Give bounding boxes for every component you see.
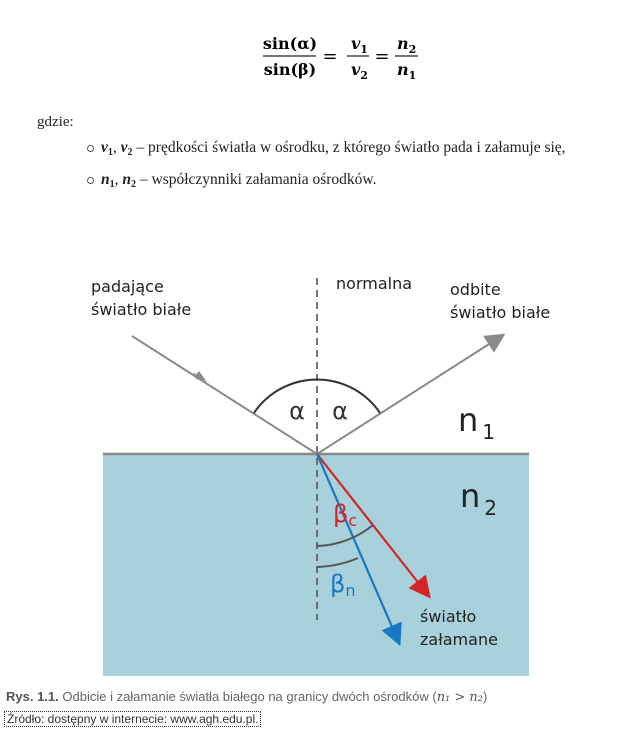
reflected-ray bbox=[316, 333, 506, 455]
incident-arrowhead bbox=[195, 371, 207, 382]
incident-label-line1: padające bbox=[91, 277, 164, 296]
frac1-numerator: sin(α) bbox=[263, 34, 317, 53]
separator: , bbox=[114, 171, 123, 188]
frac1-denominator: sin(β) bbox=[264, 60, 316, 79]
red-refracted-ray bbox=[316, 453, 431, 599]
caption-label: Rys. 1.1. bbox=[6, 689, 59, 704]
reflected-label-line1: odbite bbox=[450, 280, 501, 299]
alpha-right-label: α bbox=[332, 397, 348, 425]
refraction-figure: α α βc βn padające światło białe normaln… bbox=[0, 240, 641, 690]
refracted-label-line1: światło bbox=[420, 607, 476, 626]
incident-arrow-icon bbox=[193, 372, 204, 381]
symbol-n1: n bbox=[101, 171, 110, 188]
caption-end: ) bbox=[483, 689, 488, 704]
subscript: 1 bbox=[109, 179, 115, 190]
definition-velocity: v1, v2 – prędkości światła w ośrodku, z … bbox=[85, 136, 635, 164]
beta-c-arc bbox=[316, 524, 374, 547]
frac3-denominator: n1 bbox=[397, 60, 416, 82]
subscript: 1 bbox=[107, 147, 113, 158]
subscript: 2 bbox=[127, 147, 133, 158]
definition-text: – współczynniki załamania ośrodków. bbox=[136, 171, 377, 188]
separator: , bbox=[112, 139, 121, 156]
beta-n-label: βn bbox=[330, 570, 355, 600]
refracted-label-line2: załamane bbox=[420, 630, 498, 649]
snell-formula: sin(α) sin(β) = v1 v2 = n2 n1 bbox=[0, 30, 641, 86]
frac3-numerator: n2 bbox=[397, 34, 416, 56]
figure-caption: Rys. 1.1. Odbicie i załamanie światła bi… bbox=[6, 689, 487, 705]
incident-label-line2: światło białe bbox=[91, 300, 191, 319]
caption-text: Odbicie i załamanie światła białego na g… bbox=[58, 689, 437, 704]
medium-2-area bbox=[103, 454, 529, 676]
normal-label: normalna bbox=[336, 274, 412, 293]
caption-math: n₁ > n₂ bbox=[436, 690, 484, 705]
definition-text: – prędkości światła w ośrodku, z którego… bbox=[132, 139, 566, 156]
incident-ray bbox=[131, 335, 318, 455]
beta-n-arc bbox=[316, 557, 359, 568]
symbol-v2: v bbox=[120, 139, 128, 156]
beta-c-label: βc bbox=[333, 500, 357, 530]
frac2-numerator: v1 bbox=[351, 34, 368, 56]
reflected-label-line2: światło białe bbox=[450, 303, 550, 322]
alpha-left-label: α bbox=[289, 397, 305, 425]
definition-index: n1, n2 – współczynniki załamania ośrodkó… bbox=[85, 168, 635, 196]
blue-refracted-ray bbox=[315, 453, 402, 647]
symbol-n2: n bbox=[122, 171, 131, 188]
definition-list: v1, v2 – prędkości światła w ośrodku, z … bbox=[85, 136, 635, 196]
equals-sign-1: = bbox=[322, 46, 337, 67]
subscript: 2 bbox=[131, 179, 136, 190]
frac2-denominator: v2 bbox=[351, 60, 368, 82]
symbol-v1: v bbox=[101, 139, 108, 156]
alpha-arc bbox=[253, 378, 381, 414]
source-link[interactable]: Źródło: dostępny w internecie: www.agh.e… bbox=[4, 711, 262, 727]
equals-sign-2: = bbox=[374, 46, 389, 67]
where-label: gdzie: bbox=[37, 114, 74, 130]
